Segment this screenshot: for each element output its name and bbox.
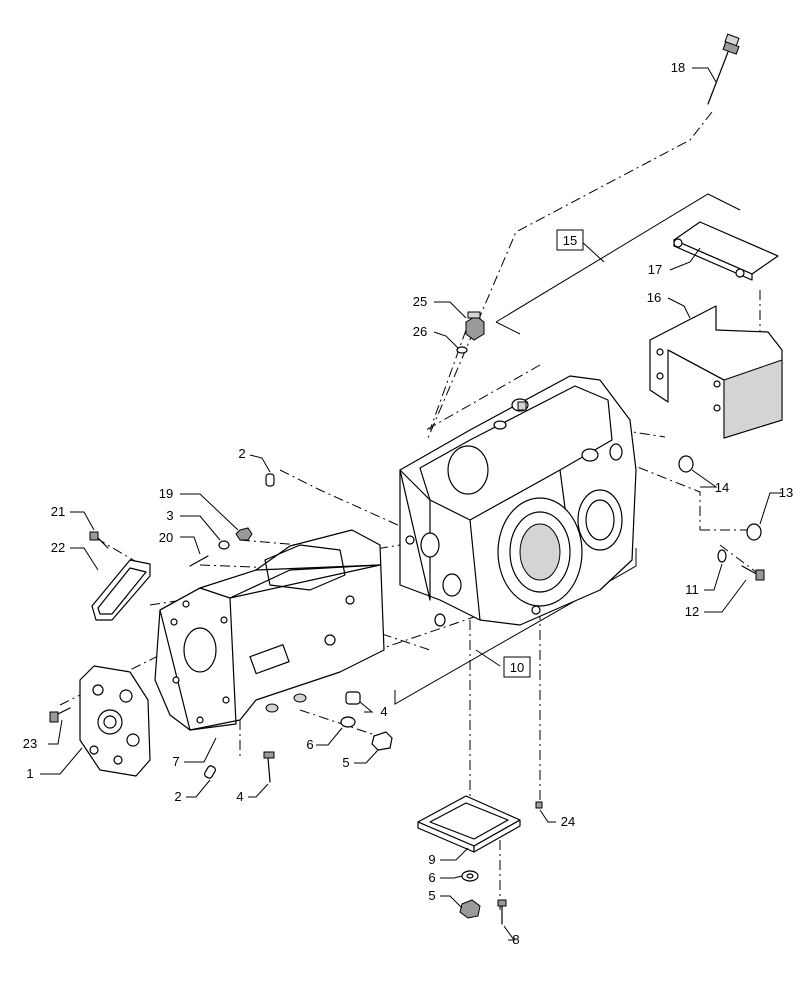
callout-3: 3 (166, 508, 173, 523)
assembly-bracket-10 (394, 548, 637, 705)
callout-9: 9 (428, 852, 435, 867)
shield-part (649, 305, 783, 439)
callout-5-bottom: 5 (428, 888, 435, 903)
callout-20: 20 (159, 530, 173, 545)
callout-25: 25 (413, 294, 427, 309)
callout-2-top: 2 (238, 446, 245, 461)
callout-7: 7 (172, 754, 179, 769)
callout-17: 17 (648, 262, 662, 277)
callout-11: 11 (685, 582, 699, 597)
assembly-bracket-15 (495, 193, 741, 335)
callout-labels: 18 17 16 25 26 2 19 3 20 21 22 23 1 7 2 … (23, 60, 793, 947)
small-parts (49, 455, 765, 925)
callout-22: 22 (51, 540, 65, 555)
callout-4-top: 4 (380, 704, 387, 719)
transmission-housing-part (399, 375, 637, 627)
callout-14: 14 (715, 480, 729, 495)
end-plate-part (79, 665, 151, 777)
front-housing-part (154, 529, 385, 731)
callout-21: 21 (51, 504, 65, 519)
callout-24: 24 (561, 814, 575, 829)
dipstick-part (707, 33, 740, 105)
callout-box-15: 15 (556, 229, 584, 251)
callout-23: 23 (23, 736, 37, 751)
gasket-part (91, 559, 151, 621)
callout-4-bottom: 4 (236, 789, 243, 804)
callout-18: 18 (671, 60, 685, 75)
callout-8: 8 (512, 932, 519, 947)
callout-12: 12 (685, 604, 699, 619)
callout-10: 10 (510, 660, 524, 675)
cover-plate-part (673, 221, 779, 281)
callout-leaders (40, 67, 782, 941)
bottom-cover-part (417, 795, 521, 853)
callout-15: 15 (563, 233, 577, 248)
callout-16: 16 (647, 290, 661, 305)
callout-19: 19 (159, 486, 173, 501)
callout-13: 13 (779, 485, 793, 500)
callout-1: 1 (26, 766, 33, 781)
callout-26: 26 (413, 324, 427, 339)
callout-box-10: 10 (503, 656, 531, 678)
callout-2-bottom: 2 (174, 789, 181, 804)
callout-5-top: 5 (342, 755, 349, 770)
fitting-part (456, 311, 485, 354)
callout-6-top: 6 (306, 737, 313, 752)
callout-6-bottom: 6 (428, 870, 435, 885)
